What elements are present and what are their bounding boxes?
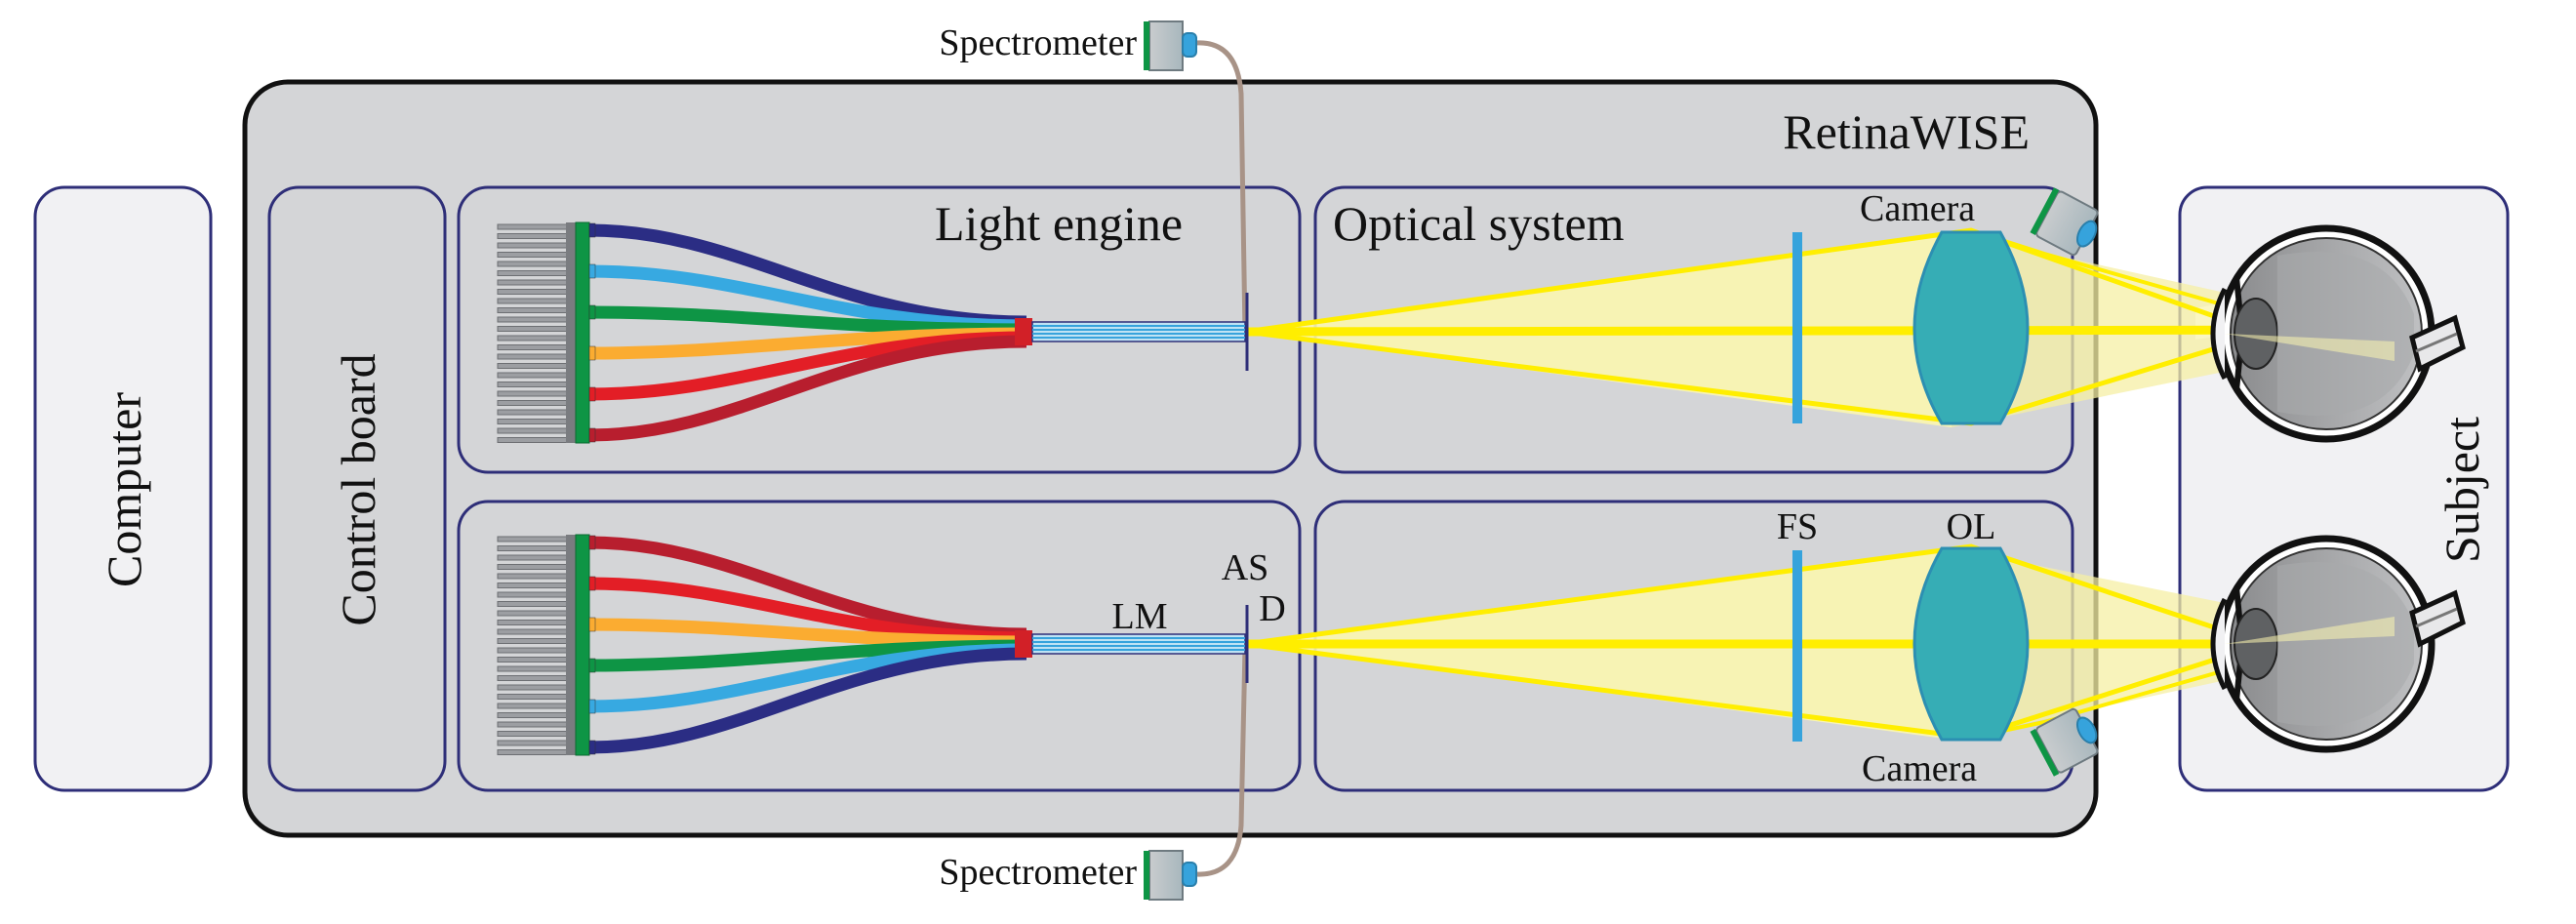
ol-label: OL	[1947, 506, 1996, 547]
spectrometer-top-label: Spectrometer	[939, 22, 1137, 63]
d-label: D	[1259, 588, 1285, 629]
camera-top-label: Camera	[1860, 188, 1975, 229]
computer-label: Computer	[97, 392, 151, 587]
fiber-coupler	[1015, 630, 1032, 658]
spectrometer-icon	[1144, 20, 1197, 71]
camera-icon	[2030, 707, 2099, 777]
led-array-icon	[497, 221, 590, 444]
control-board-panel: Control board	[267, 185, 447, 792]
optical-system-label: Optical system	[1333, 196, 1625, 251]
fiber-coupler	[1015, 318, 1032, 345]
objective-lens-bottom	[1912, 546, 2030, 742]
led-array-icon	[497, 534, 590, 756]
eye-icon	[2210, 224, 2466, 443]
subject-label: Subject	[2435, 417, 2489, 563]
light-engine-label: Light engine	[935, 196, 1183, 251]
spectrometer-bottom-label: Spectrometer	[939, 852, 1137, 893]
field-stop-top	[1792, 232, 1802, 423]
light-engine-top-internals	[497, 221, 1249, 444]
objective-lens-top	[1912, 230, 2030, 425]
control-board-label: Control board	[331, 353, 385, 625]
fiber-line	[588, 647, 1027, 754]
as-label: AS	[1222, 547, 1269, 588]
field-stop-bottom	[1792, 550, 1802, 742]
light-mixer-rod	[1031, 633, 1246, 655]
fs-label: FS	[1777, 506, 1818, 547]
light-engine-bottom-internals	[497, 534, 1249, 756]
light-mixer-rod	[1031, 321, 1246, 342]
camera-icon	[2030, 187, 2099, 257]
camera-bottom-label: Camera	[1862, 748, 1977, 789]
computer-panel: Computer	[33, 185, 213, 792]
fiber-line	[588, 335, 1027, 442]
retinawise-label: RetinaWISE	[1783, 104, 2030, 159]
spectrometer-icon	[1144, 850, 1197, 901]
spectrometer-cable-bottom	[1195, 647, 1248, 877]
lm-label: LM	[1112, 596, 1168, 637]
spectrometer-cable-top	[1195, 40, 1248, 335]
eye-icon	[2210, 535, 2466, 753]
